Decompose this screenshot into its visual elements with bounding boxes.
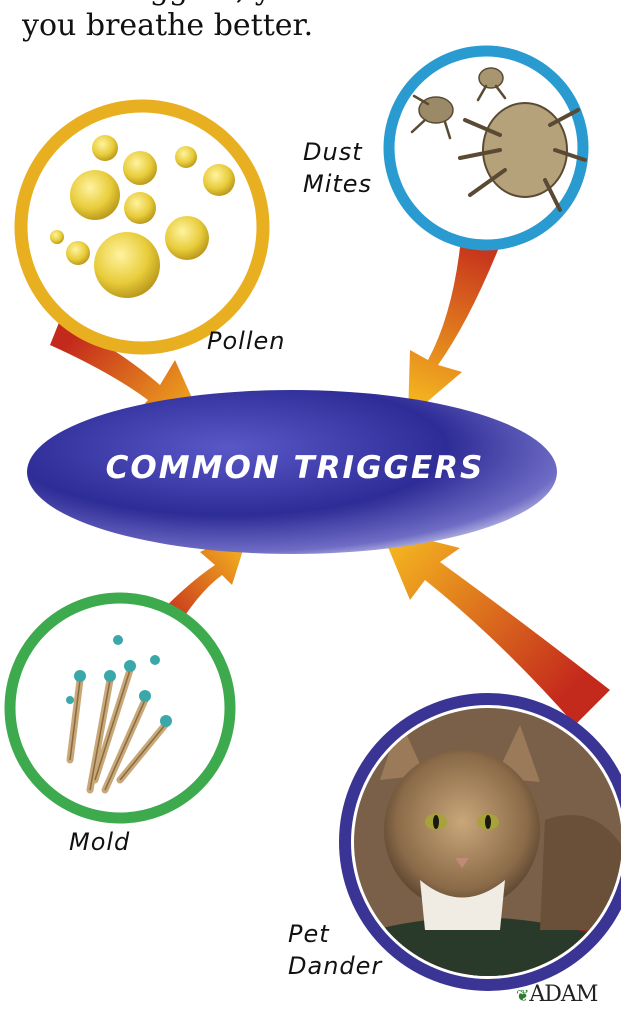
adam-logo: ❦ADAM (516, 982, 597, 1007)
pollen-circle (21, 106, 263, 348)
label-pet-dander-line-1: Pet (288, 918, 382, 950)
leaf-icon: ❦ (516, 986, 528, 1005)
label-pollen: Pollen (207, 325, 285, 357)
adam-logo-text: ADAM (529, 982, 597, 1007)
label-dust-mites-line-2: Mites (303, 168, 372, 200)
common-triggers-title: COMMON TRIGGERS (30, 450, 560, 486)
dust-mites-circle (389, 51, 585, 245)
label-pet-dander: Pet Dander (288, 918, 382, 982)
label-dust-mites: Dust Mites (303, 136, 372, 200)
arrow-dust-mites (408, 228, 502, 418)
label-pet-dander-line-2: Dander (288, 950, 382, 982)
label-dust-mites-line-1: Dust (303, 136, 372, 168)
label-mold: Mold (69, 826, 130, 858)
mold-circle (10, 598, 230, 818)
